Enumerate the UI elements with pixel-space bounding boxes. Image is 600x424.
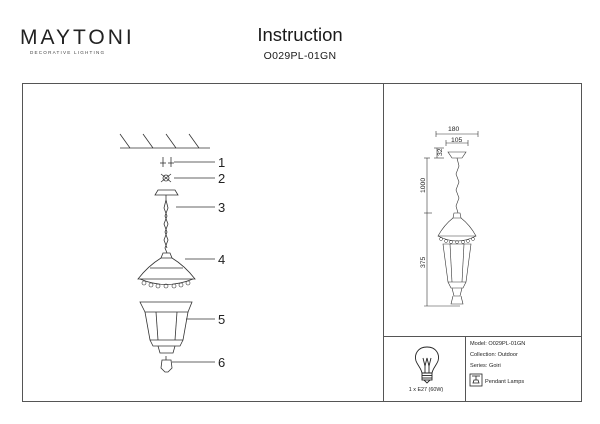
spec-type: Pendant Lamps [485,379,525,385]
part-label-2: 2 [218,171,226,186]
light-bulb-icon [415,346,439,384]
leader-lines [172,161,215,363]
drawing-frame [22,83,582,402]
dim-canopy-height: 32 [437,148,444,156]
lantern-icon [437,212,477,305]
dim-lamp-height: 375 [420,256,427,268]
spec-collection: Collection: Outdoor [470,352,518,358]
brand-tagline: DECORATIVE LIGHTING [30,50,106,55]
spec-series: Series: Goiri [470,363,501,369]
spec-model: Model: O029PL-01GN [470,341,526,347]
canopy-icon [447,151,467,159]
chain-icon [455,157,460,214]
chain-icon [163,199,169,254]
canopy-icon [154,189,179,200]
pendant-lamp-icon [469,373,483,387]
spec-divider [465,336,466,402]
frame-divider-vertical [383,83,384,402]
frame-divider-horizontal [383,336,582,337]
dim-chain-length: 1000 [420,178,427,193]
bulb-spec: 1 x E27 (60W) [408,387,444,393]
page-title: Instruction [0,24,600,46]
lantern-body-icon [139,301,193,354]
mounting-bracket-icon [160,173,172,183]
screws-icon [160,157,174,167]
part-label-3: 3 [218,200,226,215]
lamp-roof-icon [137,252,196,289]
ceiling-hatch-icon [119,133,200,149]
finial-icon [160,356,173,373]
part-label-1: 1 [218,155,226,170]
brand-name: MAYTONI [20,26,135,49]
part-label-6: 6 [218,355,226,370]
part-label-5: 5 [218,312,226,327]
brand-logo: MAYTONI DECORATIVE LIGHTING [20,27,135,55]
dim-total-width: 180 [448,126,460,133]
title-text: Instruction [257,24,343,45]
dim-canopy-width: 105 [451,137,463,144]
model-number: O029PL-01GN [263,50,337,62]
part-label-4: 4 [218,252,226,267]
